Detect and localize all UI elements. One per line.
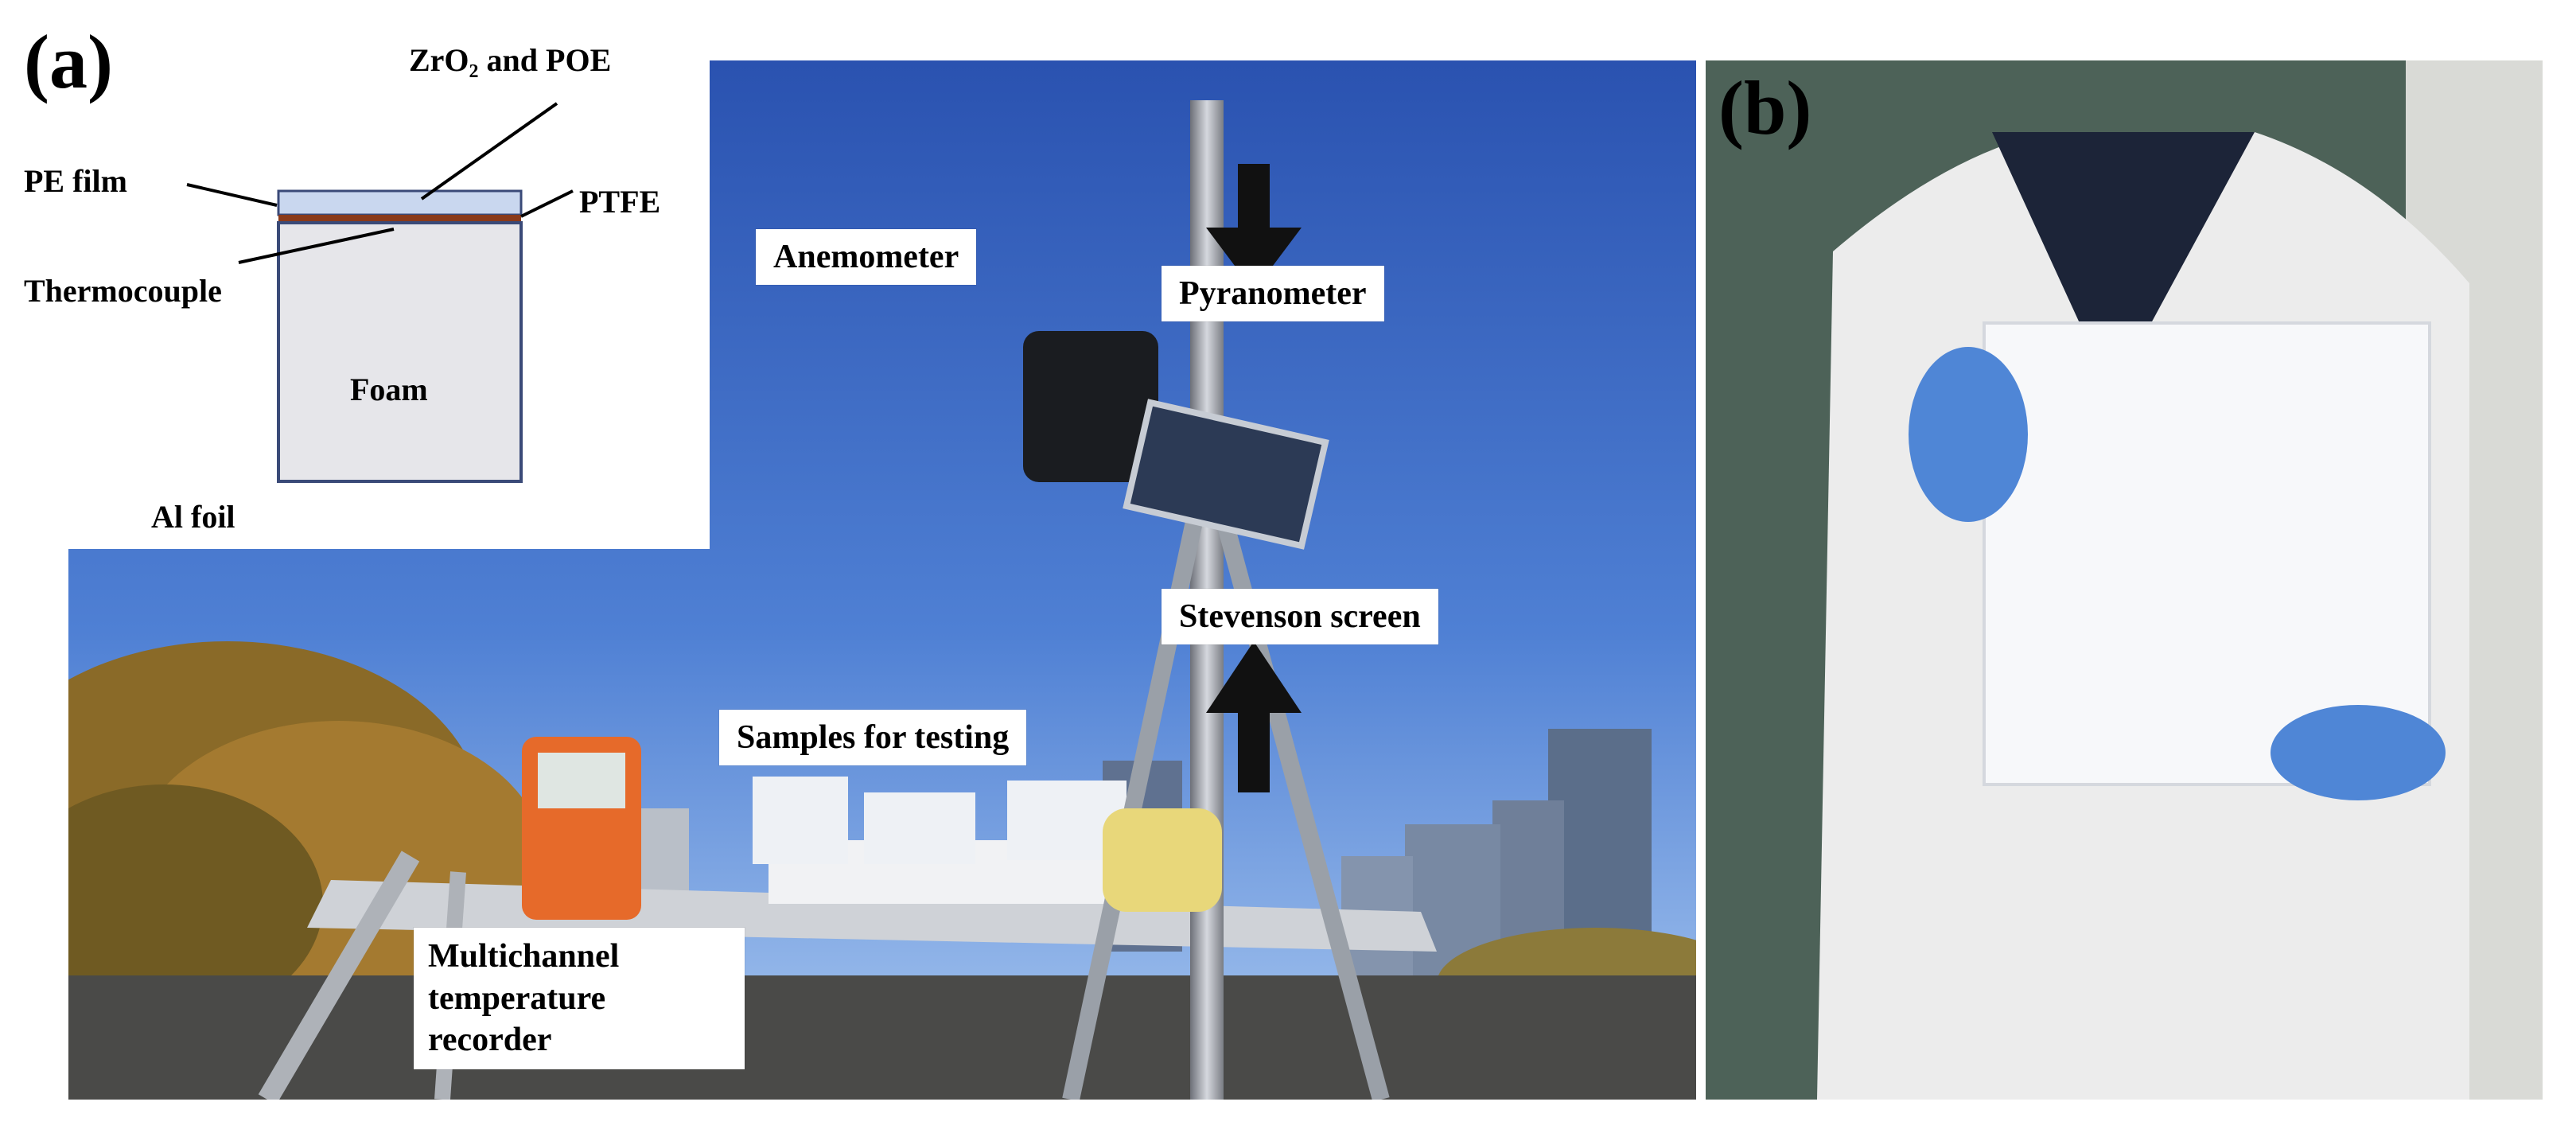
label-al-foil: Al foil — [151, 499, 235, 535]
sample-holding-photo — [1706, 60, 2543, 1100]
panel-label-b: (b) — [1718, 65, 1812, 150]
schematic-drawing — [186, 102, 574, 483]
callout-pyranometer: Pyranometer — [1162, 266, 1384, 322]
label-ptfe: PTFE — [579, 184, 661, 220]
label-thermocouple: Thermocouple — [24, 273, 222, 309]
lab-scene-illustration — [1706, 60, 2543, 1100]
label-foam: Foam — [350, 372, 428, 407]
callout-samples: Samples for testing — [719, 710, 1027, 766]
sample-structure-schematic — [0, 0, 710, 549]
callout-stevenson-screen: Stevenson screen — [1162, 589, 1438, 645]
callout-temperature-recorder: Multichannel temperature recorder — [414, 928, 745, 1069]
panel-label-a: (a) — [24, 19, 113, 104]
label-zro2-poe: ZrO₂ and POE — [409, 42, 612, 78]
label-pe-film: PE film — [24, 163, 127, 199]
callout-anemometer: Anemometer — [756, 229, 977, 286]
